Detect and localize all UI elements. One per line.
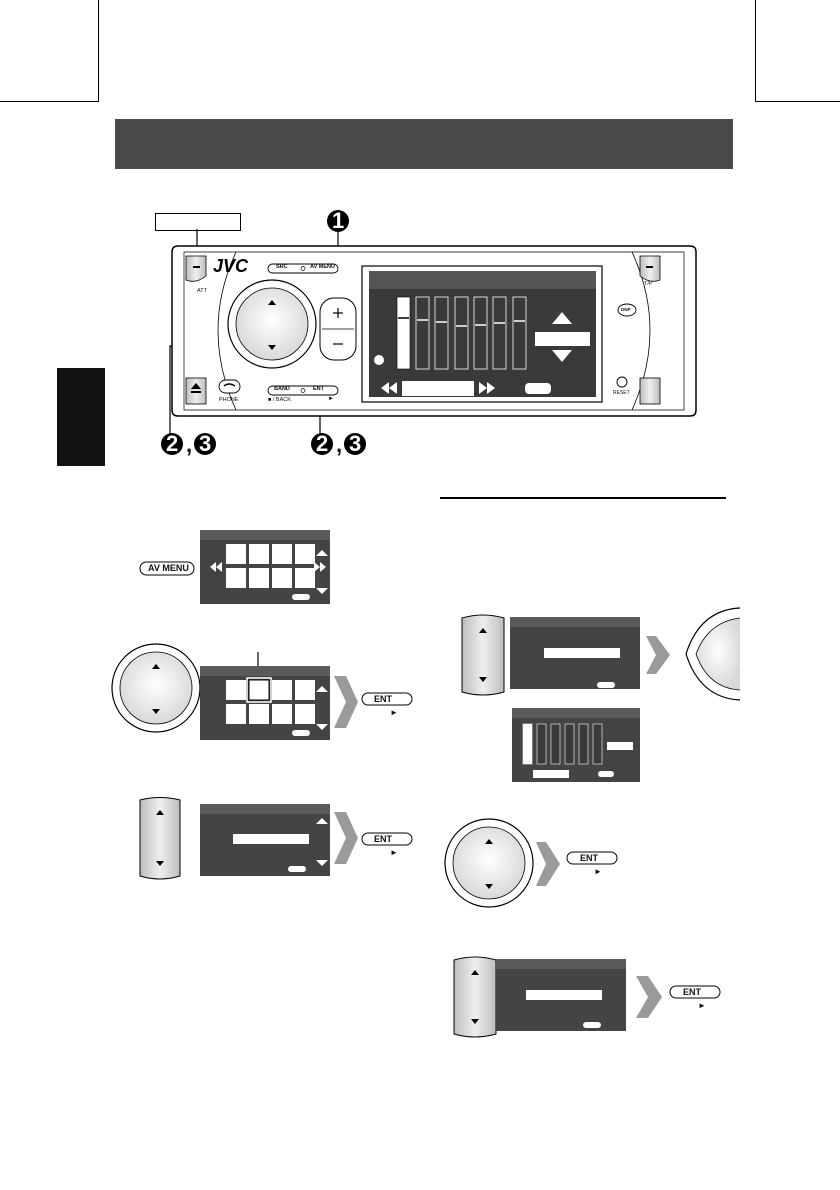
reset-button[interactable] (616, 376, 628, 388)
control-knob[interactable] (227, 279, 317, 369)
language-side-tab (57, 368, 105, 466)
right-lower-button[interactable] (639, 377, 661, 405)
crop-mark-top-right-v (755, 0, 756, 102)
crop-mark-top-right-h (756, 101, 840, 102)
eject-icon (191, 383, 201, 389)
main-display (361, 265, 603, 403)
crop-mark-top-left-h (0, 101, 98, 102)
av-menu-pill[interactable] (139, 561, 195, 576)
bluetooth-icon (374, 355, 384, 365)
brand-logo: JVC (213, 256, 249, 276)
ent-pill-step-2[interactable] (361, 692, 413, 706)
eq-thumbnail-right (512, 708, 640, 782)
down-arrow-icon (552, 350, 572, 362)
step-3-marker-right (344, 433, 366, 455)
skip-back-icon (381, 382, 389, 394)
label-box (155, 213, 241, 231)
crop-mark-top-left-v (98, 0, 99, 102)
up-arrow-icon (552, 312, 572, 324)
ent-pill-right-2[interactable] (566, 851, 618, 865)
skip-forward-icon (479, 382, 487, 394)
band-ent-button[interactable] (267, 385, 339, 396)
src-avmenu-button[interactable] (267, 263, 339, 274)
phone-icon (223, 383, 236, 387)
dnp-button[interactable] (617, 303, 637, 317)
list-thumbnail-right-3 (496, 959, 626, 1031)
tp-button[interactable] (639, 255, 661, 282)
section-header-bar (115, 119, 733, 169)
knob-right-2[interactable] (444, 818, 534, 908)
att-button[interactable] (185, 255, 207, 282)
ent-pill-right-3[interactable] (669, 985, 721, 999)
step-3-marker-left (194, 433, 216, 455)
step-2-marker-left (161, 433, 183, 455)
phone-button[interactable] (218, 379, 241, 394)
volume-rocker[interactable] (319, 297, 357, 361)
eq-bars (396, 296, 527, 370)
knob-strip-step-3[interactable] (139, 797, 181, 880)
list-thumbnail-right-1 (510, 617, 640, 689)
ent-pill-step-3[interactable] (361, 832, 413, 846)
proceed-arrow (334, 676, 358, 728)
step-1-marker (327, 210, 349, 232)
section-rule (440, 497, 726, 499)
menu-thumbnail-2 (200, 666, 330, 740)
list-thumbnail-3 (200, 804, 330, 876)
menu-thumbnail-1 (200, 530, 330, 604)
knob-step-2[interactable] (111, 643, 201, 733)
knob-strip-right-3[interactable] (453, 956, 497, 1038)
knob-strip-right-1[interactable] (461, 614, 505, 696)
step-2-marker-right (311, 433, 333, 455)
